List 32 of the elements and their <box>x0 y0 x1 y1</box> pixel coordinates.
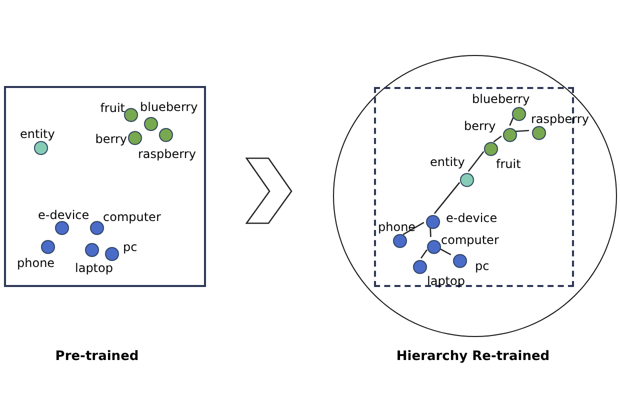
chevron-arrow <box>245 158 292 224</box>
tree-edge <box>420 249 428 259</box>
point-label: fruit <box>100 101 125 115</box>
point-label: laptop <box>427 274 465 288</box>
point-label: fruit <box>496 157 521 171</box>
tree-edge <box>430 226 432 238</box>
tree-edge <box>493 136 502 142</box>
point-label: raspberry <box>531 112 589 126</box>
panel-caption: Pre-trained <box>55 349 139 364</box>
point-label: phone <box>17 256 55 270</box>
point-label: laptop <box>75 261 113 275</box>
panel-caption: Hierarchy Re-trained <box>396 349 550 364</box>
point-label: blueberry <box>140 100 198 114</box>
point-label: entity <box>430 155 465 169</box>
point-label: pc <box>123 240 138 254</box>
point-label: e-device <box>38 208 90 222</box>
tree-edge <box>434 182 460 214</box>
point-label: phone <box>378 220 416 234</box>
point-label: computer <box>103 210 161 224</box>
point-label: computer <box>441 233 499 247</box>
tree-edge <box>468 151 484 172</box>
point-label: berry <box>464 119 496 133</box>
embedding-space-frame <box>4 86 206 287</box>
tree-edge <box>509 117 514 126</box>
point-label: e-device <box>446 211 498 225</box>
tree-edge <box>514 130 530 132</box>
point-label: raspberry <box>138 147 196 161</box>
point-label: blueberry <box>472 92 530 106</box>
point-label: entity <box>20 127 55 141</box>
tree-edge <box>402 222 424 236</box>
point-label: berry <box>95 132 127 146</box>
point-label: pc <box>475 259 490 273</box>
